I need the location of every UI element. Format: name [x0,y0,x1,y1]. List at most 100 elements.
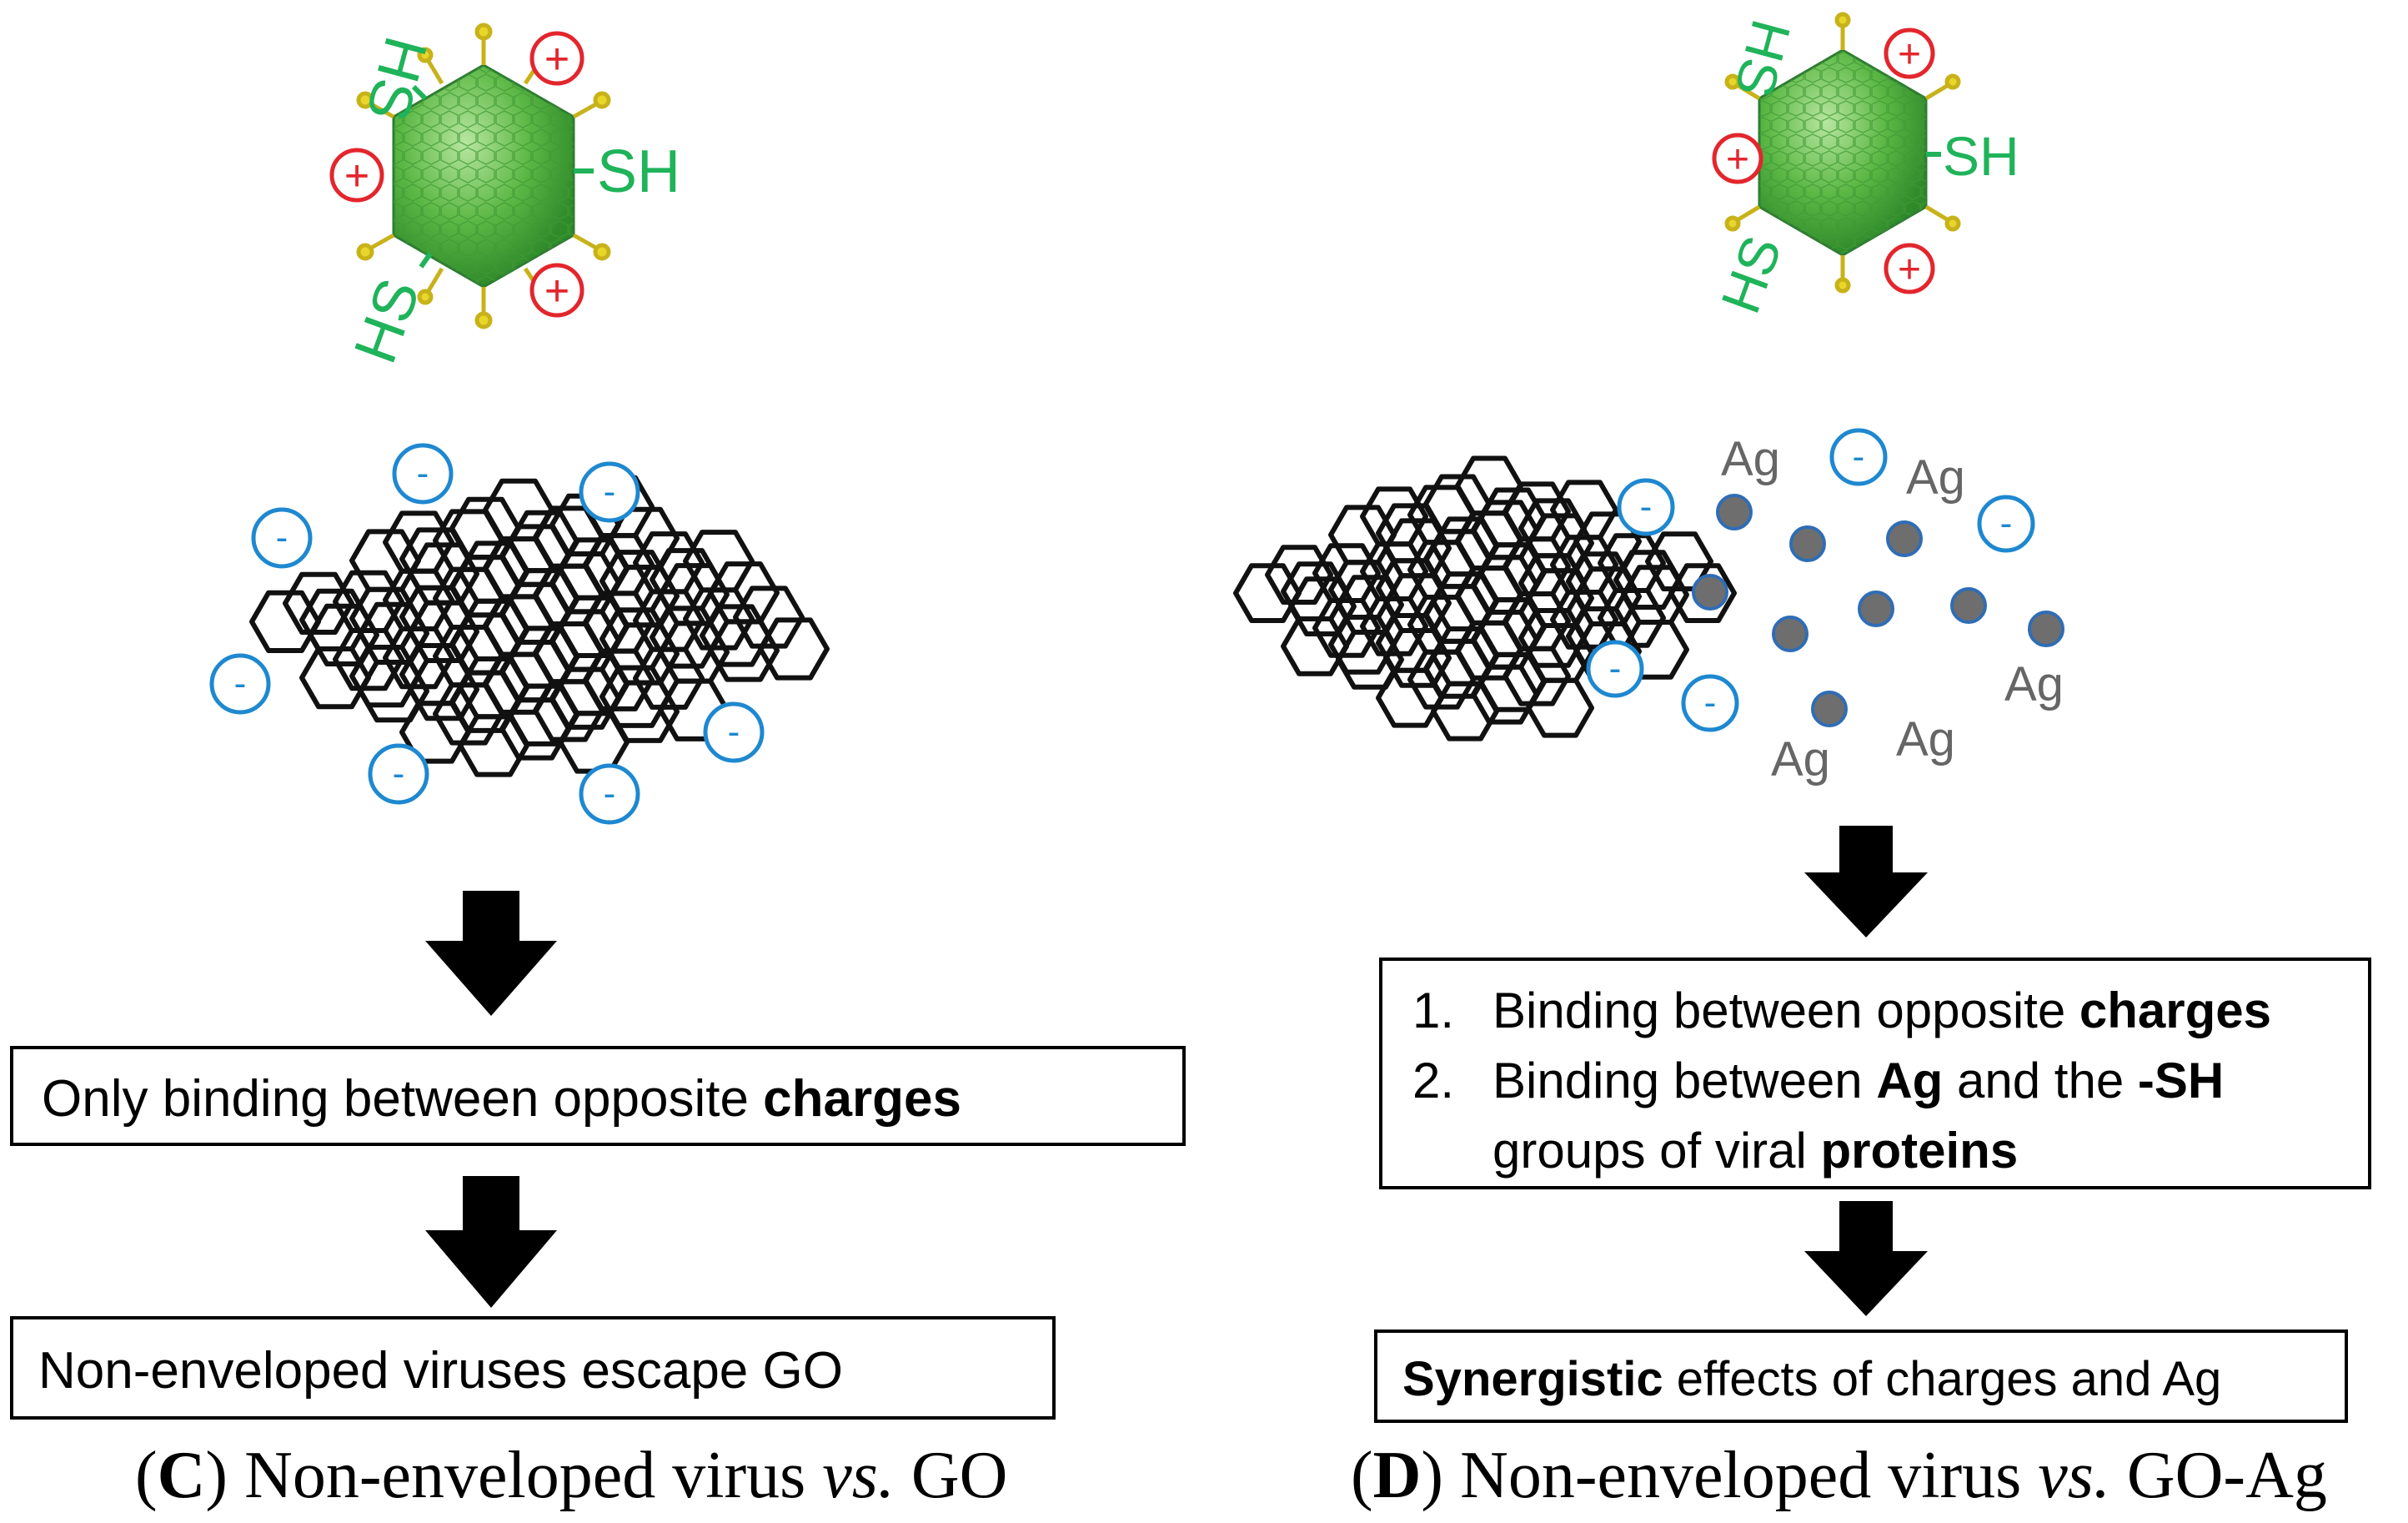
go-hexagon [733,586,805,649]
ag-label: Ag [1721,432,1780,486]
svg-text:+: + [544,267,569,315]
ag-label: Ag [2004,657,2064,711]
svg-text:-: - [1640,486,1653,527]
svg-text:-: - [2000,503,2013,544]
negative-charge: - [1586,640,1644,698]
silver-nanoparticle [1772,616,1809,652]
go-hexagon [650,606,721,669]
svg-text:-: - [276,517,288,558]
go-hexagon [358,660,429,723]
go-hexagon [683,587,755,651]
go-hexagon [249,590,321,653]
go-hexagon [299,646,371,710]
go-hexagon [1526,677,1594,738]
svg-text:+: + [344,152,369,200]
ag-label: Ag [1771,732,1830,787]
virus-d: SH HS HS + + + [1709,12,2019,321]
panel-d-box2-text: effects of charges and Ag [1663,1352,2222,1406]
negative-charge: - [1977,495,2035,553]
svg-text:+: + [544,35,569,83]
positive-charge: + [1884,243,1935,294]
panel-d-caption: (D) Non-enveloped virus vs. GO-Ag [1351,1439,2327,1512]
panel-c-result-box-2: Non-enveloped viruses escape GO [10,1316,1056,1420]
go-hexagon [549,666,621,730]
down-arrow [425,1176,557,1308]
go-hexagon [349,645,421,708]
go-hexagon [1336,630,1404,690]
go-hexagon [1471,664,1539,725]
go-hexagon [1518,608,1587,668]
silver-nanoparticle [1716,494,1753,530]
go-hexagon [700,604,771,667]
panel-d-result-box: Synergistic effects of charges and Ag [1374,1329,2348,1423]
svg-text:-: - [604,773,616,814]
panel-c-result-box-1: Only binding between opposite charges [10,1046,1186,1146]
panel-c-box2-text: Non-enveloped viruses escape GO [38,1342,843,1400]
negative-charges-c: - - - - - - - [209,443,765,825]
capsid-spikes [1724,12,1961,294]
go-sheet-c [249,475,830,777]
go-hexagon [1598,588,1666,648]
thiol-label-bottom: HS [1709,228,1793,320]
virus-c: SH HS HS + + + [329,23,680,371]
svg-text:-: - [1609,648,1622,689]
go-hexagon [1265,545,1333,605]
positive-charge: + [529,31,584,86]
go-hexagon [1668,563,1737,623]
down-arrow [425,891,557,1016]
negative-charge: - [368,743,429,805]
positive-charge: + [329,148,384,203]
negative-charge: - [579,763,640,825]
ag-label: Ag [1896,712,1955,767]
go-hexagon [758,617,830,681]
svg-text:-: - [1853,436,1865,477]
svg-text:+: + [1898,248,1921,292]
go-hexagon [1288,576,1357,636]
thiol-label-right: SH [1943,125,2019,187]
panel-c-graphic: SH HS HS + + + - - - - - - - [209,23,830,1308]
go-hexagon [333,628,404,691]
down-arrow [1804,1201,1928,1316]
svg-text:+: + [1726,138,1749,182]
go-hexagon [1281,616,1349,676]
go-hexagon [1233,563,1302,623]
negative-charge: - [251,507,313,569]
go-hexagon [383,626,454,690]
down-arrow [1804,826,1928,937]
svg-text:-: - [728,711,740,752]
svg-text:-: - [604,471,616,512]
go-sheet-d [1233,455,1737,741]
negative-charges-d: - - - - - [1586,428,2035,732]
go-hexagon [608,680,680,743]
svg-text:-: - [1704,682,1717,723]
go-hexagon [708,619,780,682]
silver-nanoparticle [1789,525,1826,562]
go-hexagon [283,571,354,635]
go-hexagon [1613,550,1682,610]
go-hexagon [1360,596,1428,656]
go-hexagon [1312,598,1381,658]
negative-charge: - [1617,478,1675,536]
go-hexagon [408,658,479,721]
negative-charge: - [1829,428,1888,486]
svg-text:-: - [417,453,429,494]
negative-charge: - [392,443,454,505]
negative-charge: - [579,461,640,523]
positive-charge: + [529,263,584,318]
silver-nanoparticle [1886,520,1923,557]
negative-charge: - [1681,674,1739,732]
svg-text:+: + [1898,33,1921,77]
silver-nanoparticle [1692,574,1728,611]
silver-nanoparticles [1692,494,2064,727]
ag-label: Ag [1906,450,1965,505]
panel-c-box1-bold: charges [763,1070,961,1128]
negative-charge: - [703,701,765,763]
svg-text:-: - [393,753,405,794]
thiol-label-right: SH [597,138,680,205]
go-hexagon [599,665,671,728]
thiol-label-bottom: HS [342,270,433,371]
panel-c-box1-text: Only binding between opposite [42,1070,764,1128]
svg-text:-: - [234,663,247,704]
go-hexagon [1502,646,1571,706]
